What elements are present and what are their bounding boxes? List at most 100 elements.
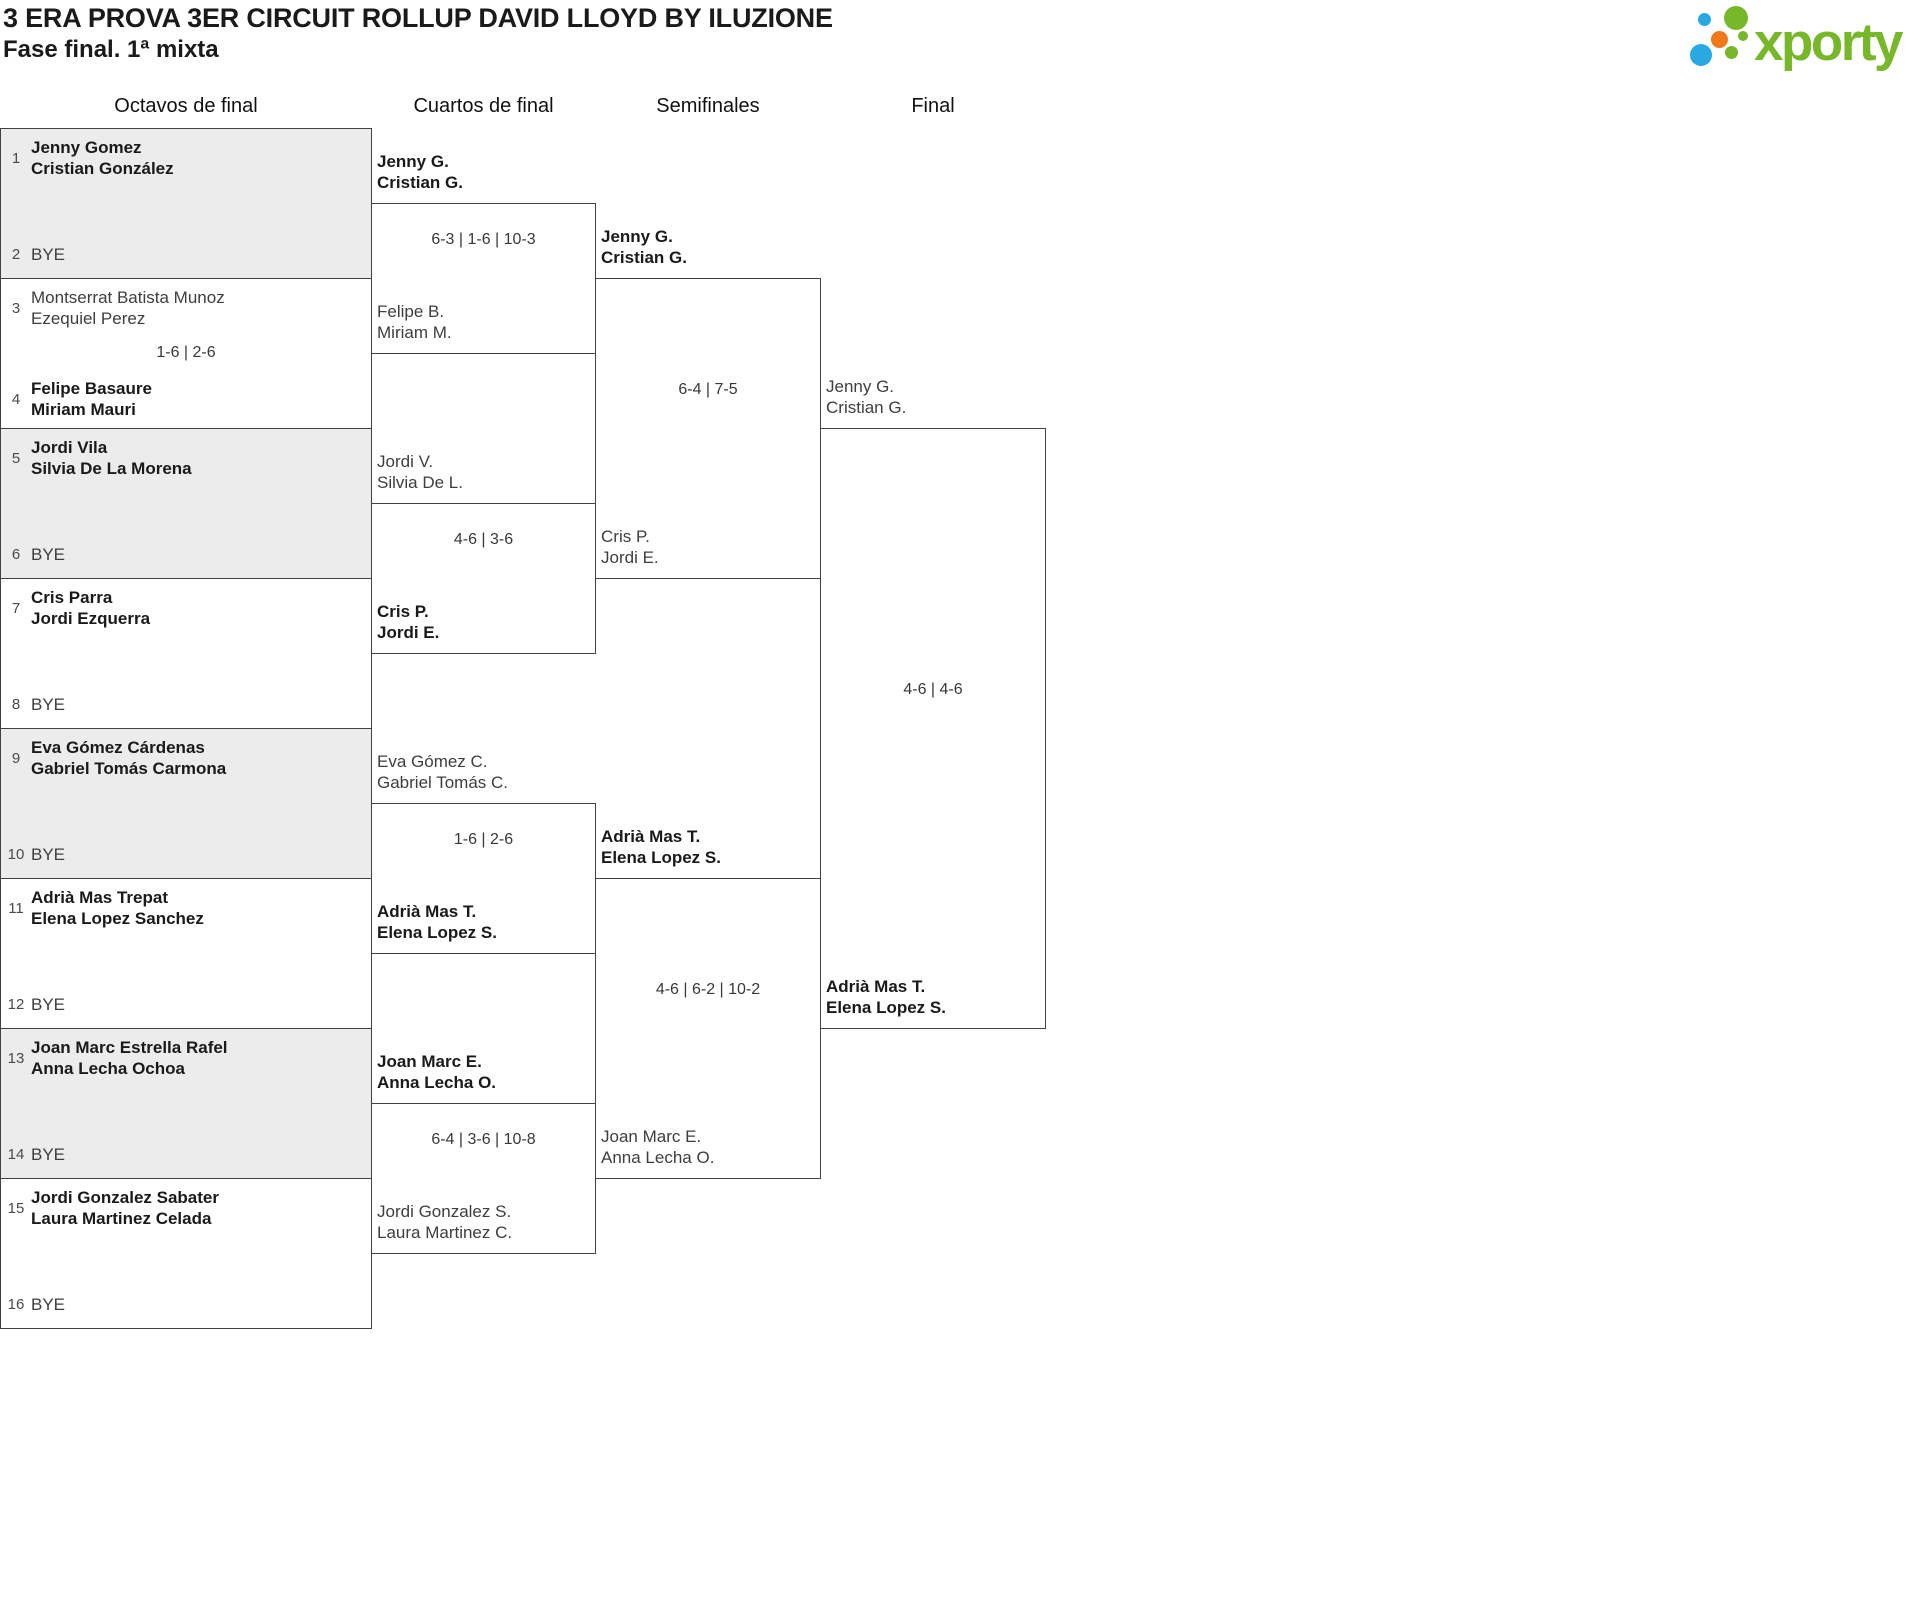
- qf-match-1: 6-3 | 1-6 | 10-3: [371, 203, 596, 354]
- player-name: Anna Lecha O.: [601, 1148, 715, 1167]
- player-name: BYE: [31, 995, 66, 1014]
- team-slot: 5 Jordi Vila Silvia De La Morena: [5, 437, 367, 479]
- player-name: Joan Marc E.: [601, 1127, 702, 1146]
- player-name: Jordi E.: [377, 623, 440, 642]
- round-header-final: Final: [911, 95, 955, 117]
- logo-wordmark: xporty: [1754, 13, 1903, 72]
- player-name: Adrià Mas T.: [601, 827, 701, 846]
- player-name: Jordi Ezquerra: [31, 609, 151, 628]
- r16-match-4: 7 Cris Parra Jordi Ezquerra 8 BYE: [0, 578, 372, 729]
- player-name: BYE: [31, 695, 66, 714]
- qf2-team2-label: Cris P. Jordi E.: [377, 601, 439, 643]
- team-slot: 3 Montserrat Batista Munoz Ezequiel Pere…: [5, 287, 367, 329]
- r16-match-8: 15 Jordi Gonzalez Sabater Laura Martinez…: [0, 1178, 372, 1329]
- seed-number: 8: [11, 696, 21, 713]
- player-name: Cris P.: [377, 602, 429, 621]
- team-slot: 8 BYE: [5, 694, 367, 715]
- match-score: 6-4 | 7-5: [678, 381, 738, 398]
- player-name: Joan Marc Estrella Rafel: [31, 1038, 228, 1057]
- team-slot: 11 Adrià Mas Trepat Elena Lopez Sanchez: [5, 887, 367, 929]
- sf2-team2-label: Joan Marc E. Anna Lecha O.: [601, 1126, 714, 1168]
- qf1-team2-label: Felipe B. Miriam M.: [377, 301, 452, 343]
- r16-match-7: 13 Joan Marc Estrella Rafel Anna Lecha O…: [0, 1028, 372, 1179]
- seed-number: 13: [7, 1049, 25, 1067]
- player-name: Laura Martinez C.: [377, 1223, 513, 1242]
- player-name: Anna Lecha Ochoa: [31, 1059, 185, 1078]
- qf2-team1-label: Jordi V. Silvia De L.: [377, 451, 463, 493]
- team-names: BYE: [31, 1294, 65, 1315]
- player-name: Anna Lecha O.: [377, 1073, 497, 1092]
- player-name: BYE: [31, 1145, 66, 1164]
- xporty-logo[interactable]: xporty: [1686, 2, 1918, 76]
- seed-number: 2: [11, 246, 21, 263]
- team-names: BYE: [31, 994, 65, 1015]
- r16-match-3: 5 Jordi Vila Silvia De La Morena 6 BYE: [0, 428, 372, 579]
- logo-dot-icon: [1724, 6, 1748, 30]
- team-slot: 6 BYE: [5, 544, 367, 565]
- player-name: Eva Gómez C.: [377, 752, 488, 771]
- team-slot: 9 Eva Gómez Cárdenas Gabriel Tomás Carmo…: [5, 737, 367, 779]
- player-name: Laura Martinez Celada: [31, 1209, 212, 1228]
- player-name: Eva Gómez Cárdenas: [31, 738, 205, 757]
- player-name: Cristian G.: [377, 173, 463, 192]
- seed-number: 3: [11, 299, 21, 317]
- qf1-team1-label: Jenny G. Cristian G.: [377, 151, 463, 193]
- team-names: Adrià Mas Trepat Elena Lopez Sanchez: [31, 887, 204, 929]
- logo-dot-icon: [1725, 46, 1738, 59]
- team-slot: 7 Cris Parra Jordi Ezquerra: [5, 587, 367, 629]
- team-names: Joan Marc Estrella Rafel Anna Lecha Ocho…: [31, 1037, 228, 1079]
- seed-number: 5: [11, 449, 21, 467]
- qf3-team1-label: Eva Gómez C. Gabriel Tomás C.: [377, 751, 508, 793]
- seed-number: 1: [11, 149, 21, 167]
- match-score: 1-6 | 2-6: [453, 831, 514, 848]
- match-score: 4-6 | 6-2 | 10-2: [655, 981, 761, 998]
- team-names: Cris Parra Jordi Ezquerra: [31, 587, 150, 629]
- sf1-team2-label: Cris P. Jordi E.: [601, 526, 659, 568]
- player-name: Gabriel Tomás Carmona: [31, 759, 227, 778]
- player-name: Montserrat Batista Munoz: [31, 288, 225, 307]
- logo-dot-icon: [1698, 13, 1711, 26]
- player-name: Elena Lopez S.: [377, 923, 497, 942]
- seed-number: 15: [7, 1199, 25, 1217]
- player-name: Ezequiel Perez: [31, 309, 146, 328]
- player-name: Cristian G.: [601, 248, 687, 267]
- team-slot: 13 Joan Marc Estrella Rafel Anna Lecha O…: [5, 1037, 367, 1079]
- team-slot: 15 Jordi Gonzalez Sabater Laura Martinez…: [5, 1187, 367, 1229]
- player-name: Jordi Vila: [31, 438, 108, 457]
- r16-match-5: 9 Eva Gómez Cárdenas Gabriel Tomás Carmo…: [0, 728, 372, 879]
- qf4-team2-label: Jordi Gonzalez S. Laura Martinez C.: [377, 1201, 512, 1243]
- seed-number: 12: [7, 996, 25, 1013]
- logo-dot-icon: [1690, 44, 1712, 66]
- seed-number: 9: [11, 749, 21, 767]
- sf-match-1: 6-4 | 7-5: [595, 278, 821, 579]
- player-name: Miriam M.: [377, 323, 452, 342]
- player-name: Cristian González: [31, 159, 174, 178]
- final-team1-label: Jenny G. Cristian G.: [826, 376, 906, 418]
- player-name: Silvia De La Morena: [31, 459, 192, 478]
- player-name: Adrià Mas T.: [377, 902, 477, 921]
- seed-number: 11: [8, 899, 24, 917]
- player-name: Jordi Gonzalez Sabater: [31, 1188, 219, 1207]
- player-name: Adrià Mas Trepat: [31, 888, 168, 907]
- player-name: Joan Marc E.: [377, 1052, 482, 1071]
- player-name: Felipe B.: [377, 302, 445, 321]
- team-slot: 2 BYE: [5, 244, 367, 265]
- qf4-team1-label: Joan Marc E. Anna Lecha O.: [377, 1051, 496, 1093]
- player-name: Jenny G.: [601, 227, 673, 246]
- sf-match-2: 4-6 | 6-2 | 10-2: [595, 878, 821, 1179]
- player-name: Jenny G.: [826, 377, 895, 396]
- player-name: Elena Lopez S.: [826, 998, 946, 1017]
- player-name: Felipe Basaure: [31, 379, 152, 398]
- seed-number: 6: [11, 546, 21, 563]
- player-name: Jenny Gomez: [31, 138, 142, 157]
- qf3-team2-label: Adrià Mas T. Elena Lopez S.: [377, 901, 497, 943]
- team-names: Felipe Basaure Miriam Mauri: [31, 378, 152, 420]
- logo-dot-icon: [1711, 31, 1728, 48]
- final-match: 4-6 | 4-6: [820, 428, 1046, 1029]
- seed-number: 10: [7, 846, 25, 863]
- player-name: Gabriel Tomás C.: [377, 773, 509, 792]
- match-score: 6-3 | 1-6 | 10-3: [431, 231, 536, 248]
- player-name: Miriam Mauri: [31, 400, 136, 419]
- qf-match-4: 6-4 | 3-6 | 10-8: [371, 1103, 596, 1254]
- player-name: Adrià Mas T.: [826, 977, 926, 996]
